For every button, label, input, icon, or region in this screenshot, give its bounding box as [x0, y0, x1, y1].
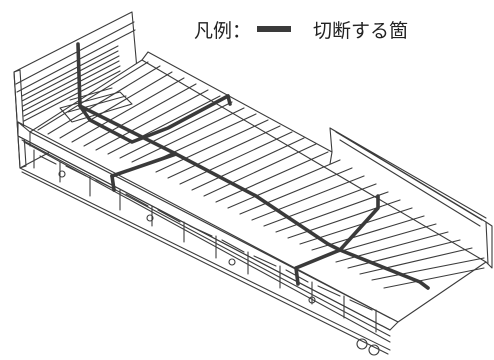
cut-line-rear-deck: [294, 248, 430, 290]
underframe-hooks: [58, 170, 380, 356]
cut-line-side-drop-1: [110, 174, 116, 192]
legend: 凡例： 切断する箇: [194, 14, 408, 44]
cut-line-front-deck: [88, 94, 230, 144]
legend-label: 凡例：: [194, 19, 252, 42]
cut-line-center-long: [78, 104, 342, 252]
far-side-gate: [141, 51, 493, 269]
legend-cut-line-swatch: [257, 26, 292, 32]
legend-item-text: 切断する箇: [313, 19, 409, 42]
cut-line-rear: [338, 194, 380, 252]
cut-line-cross-1: [110, 152, 178, 178]
cut-line-side-drop-2: [294, 266, 300, 286]
cut-line-cross-2: [226, 94, 232, 106]
